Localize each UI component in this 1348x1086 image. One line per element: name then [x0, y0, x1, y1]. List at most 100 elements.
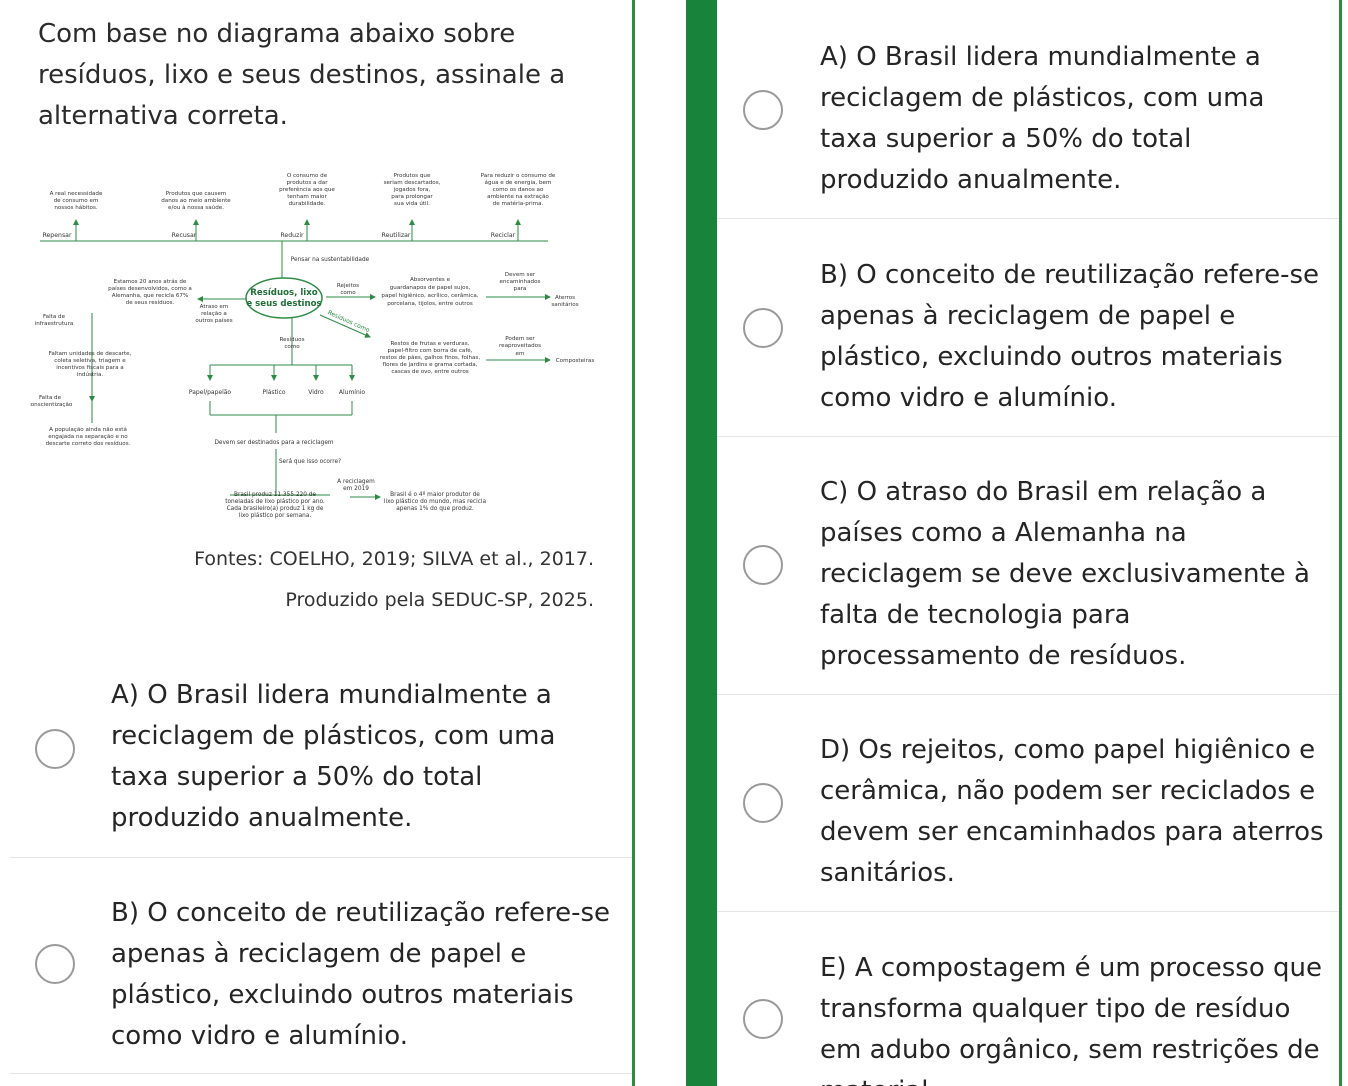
left-question-panel: Com base no diagrama abaixo sobre resídu… [0, 0, 632, 1086]
center-divider [686, 0, 717, 1086]
svg-text:Brasil produz 11.355.220 de: Brasil produz 11.355.220 de [234, 492, 316, 498]
svg-text:danos ao meio ambiente: danos ao meio ambiente [161, 198, 231, 204]
radio-option-b[interactable] [35, 944, 75, 984]
svg-text:lixo plástico do mundo, mas re: lixo plástico do mundo, mas recicla [384, 498, 487, 505]
right-option-e[interactable]: E) A compostagem é um processo que trans… [717, 912, 1339, 1086]
action-reduzir: Reduzir [280, 232, 304, 239]
svg-text:como: como [284, 344, 300, 350]
svg-text:em: em [516, 351, 525, 357]
svg-text:descarte correto dos resíduos.: descarte correto dos resíduos. [46, 440, 131, 447]
right-option-a[interactable]: A) O Brasil lidera mundialmente a recicl… [717, 0, 1339, 219]
svg-text:Falta de: Falta de [43, 314, 66, 320]
svg-text:para: para [514, 286, 527, 292]
svg-text:incentivos fiscais para a: incentivos fiscais para a [56, 365, 123, 371]
svg-text:outros países: outros países [195, 317, 232, 324]
material-glass: Vidro [308, 389, 324, 396]
material-paper: Papel/papelão [189, 389, 232, 396]
svg-text:de matéria-prima.: de matéria-prima. [493, 200, 544, 207]
svg-text:Cada brasileiro(a) produz 1 kg: Cada brasileiro(a) produz 1 kg de [227, 506, 324, 512]
desc-repensar: A real necessidade [50, 191, 103, 197]
svg-text:papel higiênico, acrílico, cer: papel higiênico, acrílico, cerâmica, [381, 292, 478, 299]
svg-text:Resíduos: Resíduos [280, 336, 305, 343]
right-divider [1339, 0, 1342, 1086]
svg-text:Composteiras: Composteiras [556, 358, 595, 364]
svg-text:sua vida útil.: sua vida útil. [394, 200, 430, 207]
svg-text:produtos a dar: produtos a dar [286, 180, 328, 186]
svg-text:encaminhados: encaminhados [500, 279, 541, 285]
svg-text:flores de jardins e grama cort: flores de jardins e grama cortada, [383, 362, 478, 368]
svg-text:Atraso em: Atraso em [200, 304, 229, 310]
svg-text:O consumo de: O consumo de [287, 173, 328, 179]
svg-text:Podem ser: Podem ser [505, 336, 535, 342]
svg-text:países desenvolvidos, como a: países desenvolvidos, como a [108, 285, 192, 292]
svg-text:ambiente na extração: ambiente na extração [487, 194, 549, 200]
svg-text:lixo plástico por semana.: lixo plástico por semana. [239, 512, 312, 519]
option-e-text: E) A compostagem é um processo que trans… [820, 953, 1322, 1086]
question-text: Com base no diagrama abaixo sobre resídu… [38, 19, 566, 131]
right-options-panel: A) O Brasil lidera mundialmente a recicl… [717, 0, 1339, 1086]
svg-text:guardanapos de papel sujos,: guardanapos de papel sujos, [390, 285, 471, 291]
svg-text:Para reduzir o consumo de: Para reduzir o consumo de [481, 173, 556, 179]
option-d-text: D) Os rejeitos, como papel higiênico e c… [820, 735, 1324, 888]
svg-text:em 2019: em 2019 [343, 486, 369, 492]
svg-text:coleta seletiva, triagem e: coleta seletiva, triagem e [54, 358, 126, 364]
svg-text:infraestrutura: infraestrutura [35, 321, 74, 327]
svg-text:A reciclagem: A reciclagem [337, 479, 375, 485]
svg-text:durabilidade.: durabilidade. [289, 201, 326, 207]
destined-label: Devem ser destinados para a reciclagem [214, 440, 333, 446]
option-a-text-right: A) O Brasil lidera mundialmente a recicl… [820, 42, 1265, 195]
svg-text:como: como [340, 290, 356, 296]
svg-text:Brasil é o 4º maior produtor d: Brasil é o 4º maior produtor de [390, 491, 480, 498]
diagram-title: Resíduos, lixo [250, 288, 317, 298]
svg-text:Rejeitos: Rejeitos [337, 283, 359, 289]
svg-text:Estamos 20 anos atrás de: Estamos 20 anos atrás de [114, 278, 187, 285]
action-recusar: Recusar [172, 232, 197, 239]
radio-option-c[interactable] [743, 545, 783, 585]
svg-text:cascas de ovo, entre outros: cascas de ovo, entre outros [391, 369, 468, 375]
sustain-label: Pensar na sustentabilidade [291, 257, 370, 263]
svg-text:de seus resíduos.: de seus resíduos. [126, 299, 175, 306]
svg-text:de consumo em: de consumo em [54, 198, 99, 204]
right-option-c[interactable]: C) O atraso do Brasil em relação a paíse… [717, 437, 1339, 695]
action-reciclar: Reciclar [491, 232, 516, 239]
radio-option-b-right[interactable] [743, 308, 783, 348]
svg-text:Resíduos como: Resíduos como [327, 309, 371, 334]
svg-text:Produtos que causem: Produtos que causem [166, 191, 226, 197]
source-line-1: Fontes: COELHO, 2019; SILVA et al., 2017… [194, 548, 594, 570]
svg-text:Aterros: Aterros [555, 295, 575, 301]
right-option-b[interactable]: B) O conceito de reutilização refere-se … [717, 219, 1339, 437]
source-line-2: Produzido pela SEDUC-SP, 2025. [285, 589, 594, 611]
svg-text:engajada na separação e no: engajada na separação e no [48, 434, 128, 440]
svg-text:restos de pães, galhos finos,: restos de pães, galhos finos, folhas, [380, 355, 480, 361]
svg-text:Devem ser: Devem ser [505, 272, 536, 278]
waste-diagram: A real necessidade de consumo em nossos … [30, 173, 595, 519]
svg-text:porcelana, tijolos, entre outr: porcelana, tijolos, entre outros [387, 301, 473, 307]
svg-text:e/ou à nossa saúde.: e/ou à nossa saúde. [168, 204, 224, 211]
svg-text:Falta de: Falta de [39, 395, 62, 401]
option-b-text: B) O conceito de reutilização refere-se … [111, 898, 611, 1051]
svg-text:reaproveitados: reaproveitados [499, 343, 541, 349]
left-option-a[interactable]: A) O Brasil lidera mundialmente a recicl… [10, 672, 632, 858]
diagram-center [245, 277, 323, 319]
svg-text:seriam descartados,: seriam descartados, [384, 180, 441, 186]
svg-text:conscientização: conscientização [30, 402, 73, 408]
diagram-title-2: e seus destinos [246, 299, 321, 309]
svg-text:como os danos ao: como os danos ao [493, 187, 544, 193]
radio-option-d[interactable] [743, 783, 783, 823]
svg-text:preferência aos que: preferência aos que [279, 186, 335, 193]
radio-option-a[interactable] [35, 729, 75, 769]
svg-text:Produtos que: Produtos que [394, 173, 431, 179]
svg-text:A população ainda não está: A população ainda não está [49, 426, 127, 433]
svg-text:apenas 1% do que produz.: apenas 1% do que produz. [396, 506, 474, 512]
action-reutilizar: Reutilizar [382, 232, 411, 239]
radio-option-e[interactable] [743, 999, 783, 1039]
svg-text:indústria.: indústria. [77, 371, 104, 378]
radio-option-a-right[interactable] [743, 90, 783, 130]
svg-text:relação a: relação a [201, 311, 227, 317]
option-c-text: C) O atraso do Brasil em relação a paíse… [820, 477, 1310, 671]
right-option-d[interactable]: D) Os rejeitos, como papel higiênico e c… [717, 695, 1339, 912]
svg-text:Restos de frutas e verduras,: Restos de frutas e verduras, [391, 341, 470, 347]
action-repensar: Repensar [42, 232, 71, 239]
left-option-b[interactable]: B) O conceito de reutilização refere-se … [10, 858, 632, 1074]
svg-text:Faltam unidades de descarte,: Faltam unidades de descarte, [49, 351, 132, 357]
